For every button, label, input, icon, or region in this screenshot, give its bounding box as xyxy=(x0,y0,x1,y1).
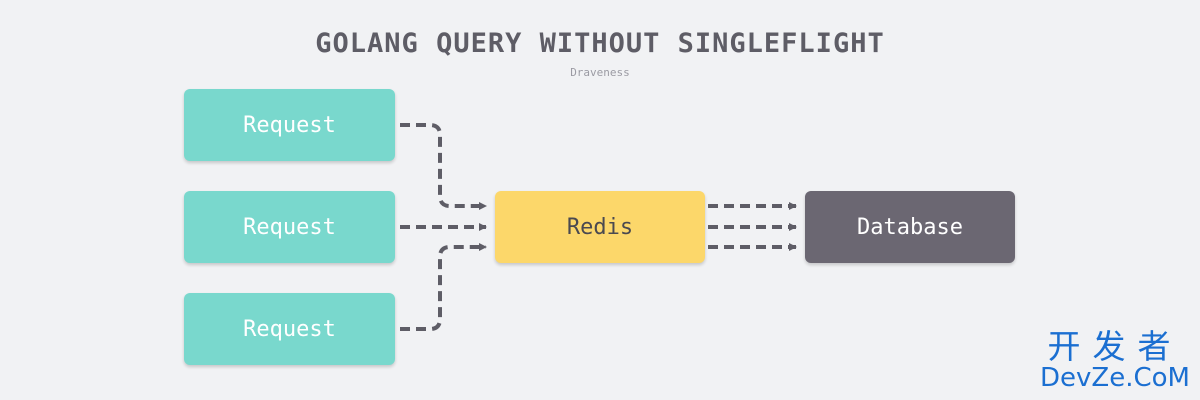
request-node-1: Request xyxy=(184,89,395,161)
request-node-2: Request xyxy=(184,191,395,263)
database-node: Database xyxy=(805,191,1015,263)
request-node-2-label: Request xyxy=(243,214,336,240)
database-node-label: Database xyxy=(857,214,963,240)
request-node-3: Request xyxy=(184,293,395,365)
edge-request-3-to-redis xyxy=(400,243,487,331)
watermark: 开发者 DevZe.CoM xyxy=(1040,327,1190,393)
diagram-title: GOLANG QUERY WITHOUT SINGLEFLIGHT xyxy=(315,28,885,59)
watermark-en: DevZe.CoM xyxy=(1040,363,1190,393)
request-node-1-label: Request xyxy=(243,112,336,138)
watermark-cn: 开发者 xyxy=(1047,327,1183,366)
redis-node-label: Redis xyxy=(566,214,634,240)
diagram-author: Draveness xyxy=(570,66,630,79)
edge-request-1-to-redis xyxy=(400,123,487,210)
request-node-3-label: Request xyxy=(243,316,336,342)
redis-node: Redis xyxy=(495,191,705,263)
